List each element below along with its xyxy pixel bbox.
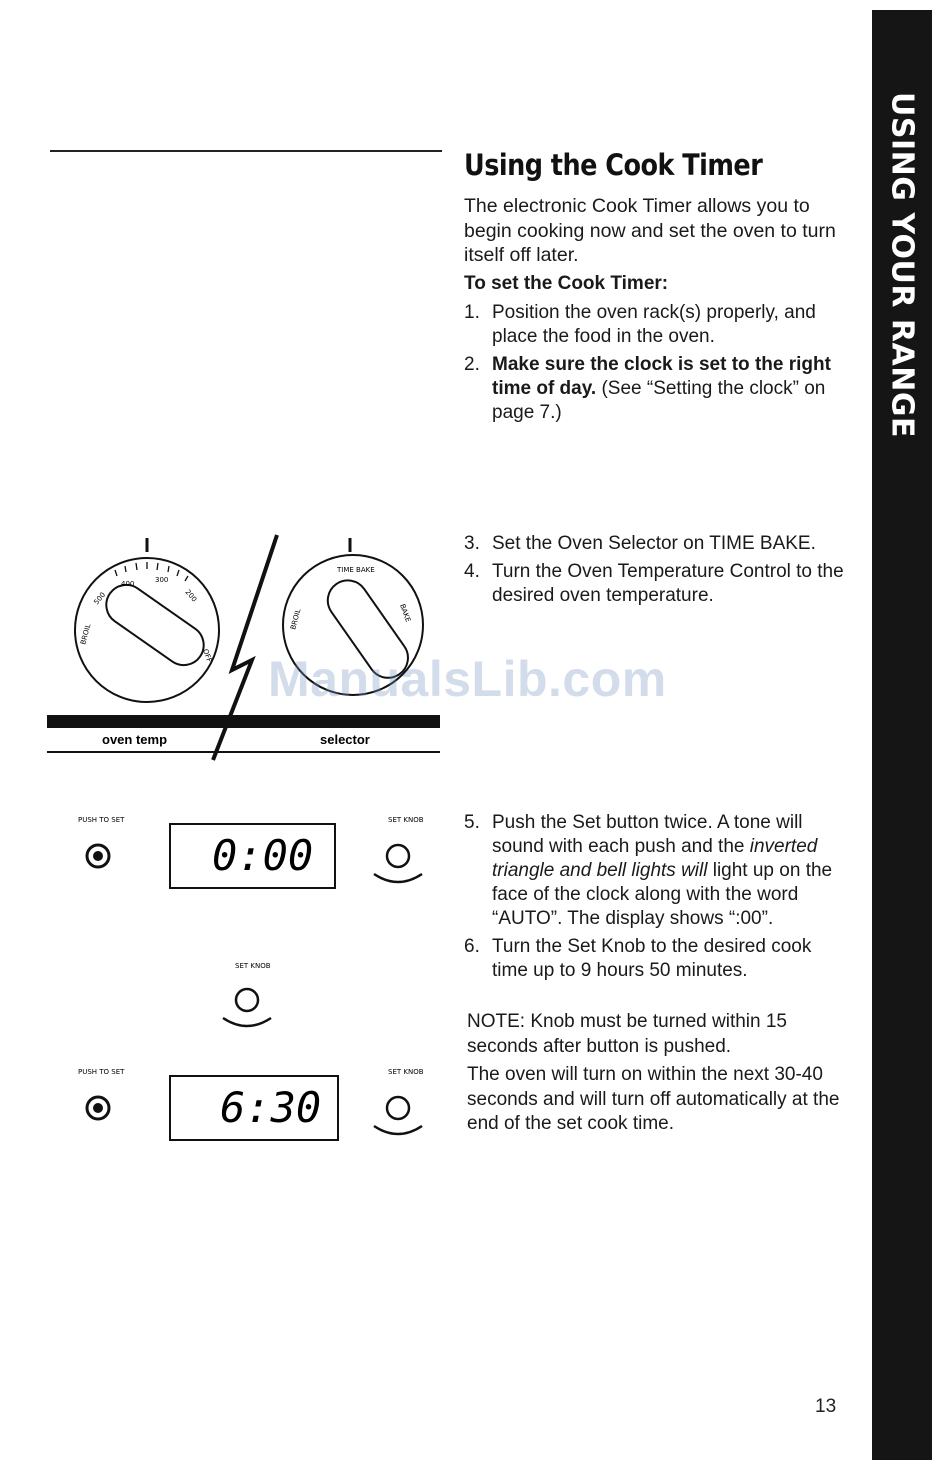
selector-dial-handle [326,579,409,679]
selector-dial [282,554,424,696]
set-button-center [93,851,103,861]
step-2: 2.Make sure the clock is set to the righ… [464,354,831,423]
note-paragraph: NOTE: Knob must be turned within 15 seco… [467,1011,787,1057]
set-knob [385,843,411,869]
selector-time-bake-label: TIME BAKE [336,566,375,574]
split-lightning [211,534,279,761]
display-readout-1: 0:00 [212,831,313,880]
side-tab-label: USING YOUR RANGE [884,92,920,438]
temp-tick-500: 500 [92,591,107,606]
oven-temp-label: oven temp [102,732,167,747]
steps-list-c: 5.Push the Set button twice. A tone will… [464,811,844,987]
sub-heading: To set the Cook Timer: [464,273,669,294]
step-4: 4.Turn the Oven Temperature Control to t… [464,561,844,606]
set-button-2 [85,1095,111,1121]
set-knob-middle-dial [234,987,260,1013]
top-rule [50,150,442,152]
side-tab [872,10,932,1460]
clock-panel-1: PUSH TO SET 0:00 SET KNOB [78,816,424,889]
step-3: 3.Set the Oven Selector on TIME BAKE. [464,533,816,554]
page-number: 13 [815,1396,837,1417]
set-button [85,843,111,869]
clock-display-2 [169,1075,339,1141]
control-panel-bar [47,715,440,728]
closing-paragraph: The oven will turn on within the next 30… [467,1064,840,1134]
step-1: 1.Position the oven rack(s) properly, an… [464,302,816,347]
set-knob-label: SET KNOB [388,816,424,824]
steps-list-b: 3.Set the Oven Selector on TIME BAKE. 4.… [464,532,854,612]
selector-label: selector [320,732,370,747]
watermark: ManualsLib.com [268,651,667,707]
step-5: 5.Push the Set button twice. A tone will… [464,812,833,929]
set-button-2-center [93,1103,103,1113]
set-knob-2-arrow [373,1124,423,1136]
push-to-set-label-2: PUSH TO SET [78,1068,125,1076]
temp-broil-label: BROIL [79,623,92,646]
steps-list-a: 1.Position the oven rack(s) properly, an… [464,301,854,429]
set-knob-label-2: SET KNOB [388,1068,424,1076]
temp-off-label: OFF [201,648,213,663]
temp-dial-ticks [114,562,189,582]
display-readout-2: 6:30 [220,1083,321,1132]
selector-broil-label: BROIL [289,608,302,631]
temp-dial [74,557,220,703]
set-knob-2 [385,1095,411,1121]
step-6: 6.Turn the Set Knob to the desired cook … [464,936,812,981]
intro-paragraph: The electronic Cook Timer allows you to … [464,195,836,266]
page-title: Using the Cook Timer [464,148,763,182]
temp-dial-handle [105,583,205,667]
set-knob-middle: SET KNOB [222,962,272,1028]
push-to-set-label: PUSH TO SET [78,816,125,824]
temp-tick-400: 400 [121,580,134,588]
oven-dials-diagram: 400 300 500 200 BROIL OFF TIME BAKE BAKE… [47,534,440,761]
selector-bake-label: BAKE [398,603,412,623]
set-knob-arrow [373,872,423,884]
temp-tick-200: 200 [183,588,198,603]
set-knob-middle-label: SET KNOB [235,962,271,970]
clock-panel-2: PUSH TO SET 6:30 SET KNOB [78,1068,424,1141]
set-knob-middle-arrow [222,1016,272,1028]
clock-display-1 [169,823,336,889]
temp-tick-300: 300 [155,576,168,584]
